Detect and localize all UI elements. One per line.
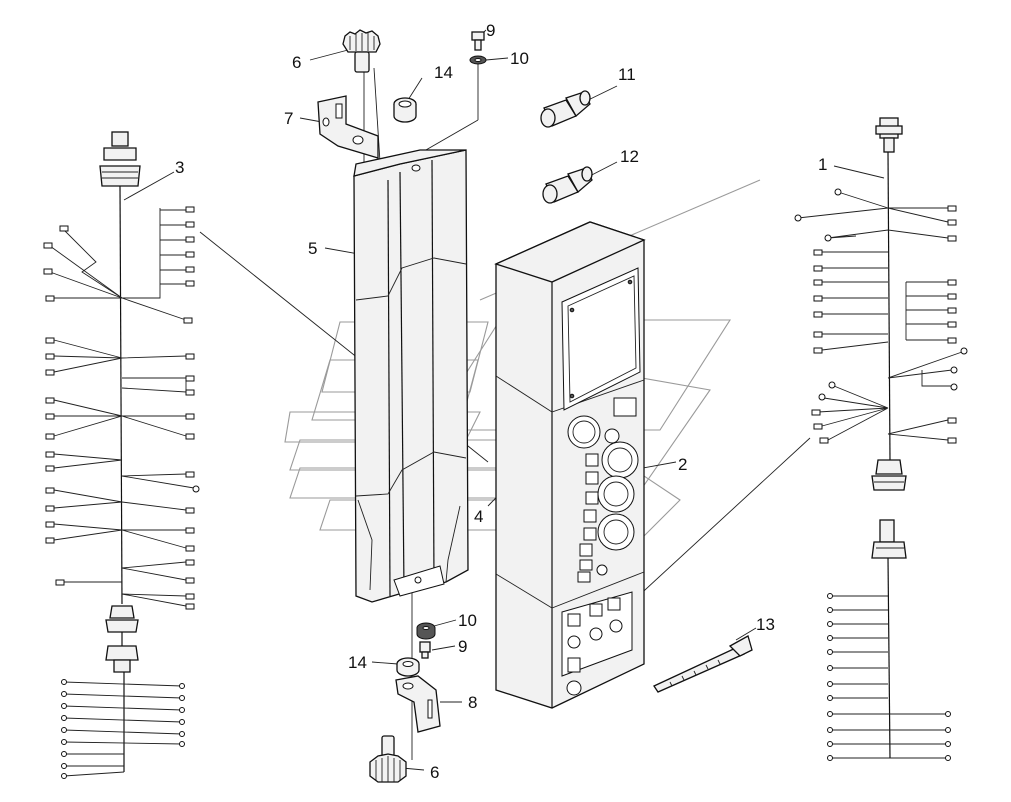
label-part-10-bottom: 10: [458, 611, 477, 630]
plug-connector-11: [540, 90, 591, 128]
bolt-bottom: [419, 641, 431, 659]
label-part-11: 11: [618, 65, 636, 84]
label-part-10-top: 10: [510, 49, 529, 68]
label-part-9-top: 9: [486, 21, 495, 40]
plug-connector-12: [542, 166, 593, 204]
cable-tie: [653, 635, 753, 693]
wiring-harness-right: [794, 117, 968, 761]
label-part-9-bottom: 9: [458, 637, 467, 656]
label-part-14-bottom: 14: [348, 653, 367, 672]
label-part-13: 13: [756, 615, 775, 634]
label-part-7: 7: [284, 109, 293, 128]
washer-bottom: [416, 622, 436, 640]
label-part-2: 2: [678, 455, 687, 474]
bushing-bottom: [396, 657, 420, 677]
label-part-3: 3: [175, 158, 184, 177]
knurled-knob-bottom: [369, 735, 407, 783]
label-part-14-top: 14: [434, 63, 453, 82]
wiring-harness-left: [43, 131, 200, 779]
label-part-4: 4: [474, 507, 483, 526]
label-part-1: 1: [818, 155, 827, 174]
housing-cover: [353, 149, 469, 603]
label-part-6-bottom: 6: [430, 763, 439, 782]
bolt-top: [471, 31, 485, 51]
instrument-console: [494, 221, 646, 709]
label-part-5: 5: [308, 239, 317, 258]
knurled-knob-top: [342, 29, 381, 73]
bushing-top: [393, 97, 417, 123]
harness-right-pins: [827, 593, 951, 761]
harness-left-connectors: [121, 206, 195, 324]
harness-left-pins: [61, 679, 185, 779]
mounting-bracket-bottom: [395, 675, 441, 733]
label-part-8: 8: [468, 693, 477, 712]
label-part-6-top: 6: [292, 53, 301, 72]
washer-top: [469, 55, 487, 65]
label-part-12: 12: [620, 147, 639, 166]
mounting-bracket-top: [317, 95, 379, 159]
part-number-labels: 1 2 3 4 5 6 6 7 8 9 9 10 10 11 12 13 14 …: [175, 21, 827, 782]
